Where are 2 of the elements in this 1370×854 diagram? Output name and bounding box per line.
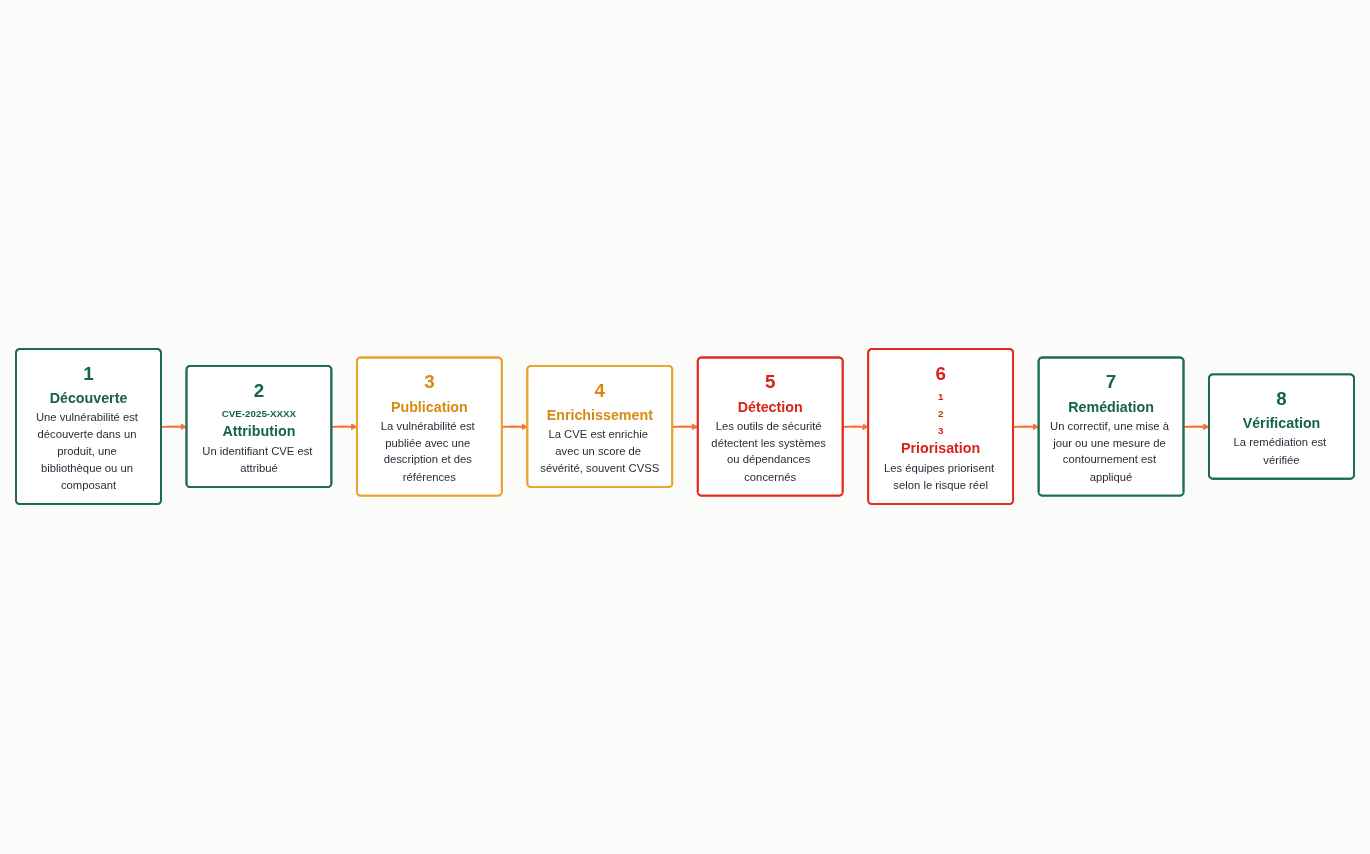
arrow bbox=[501, 423, 528, 431]
arrow bbox=[842, 423, 869, 431]
